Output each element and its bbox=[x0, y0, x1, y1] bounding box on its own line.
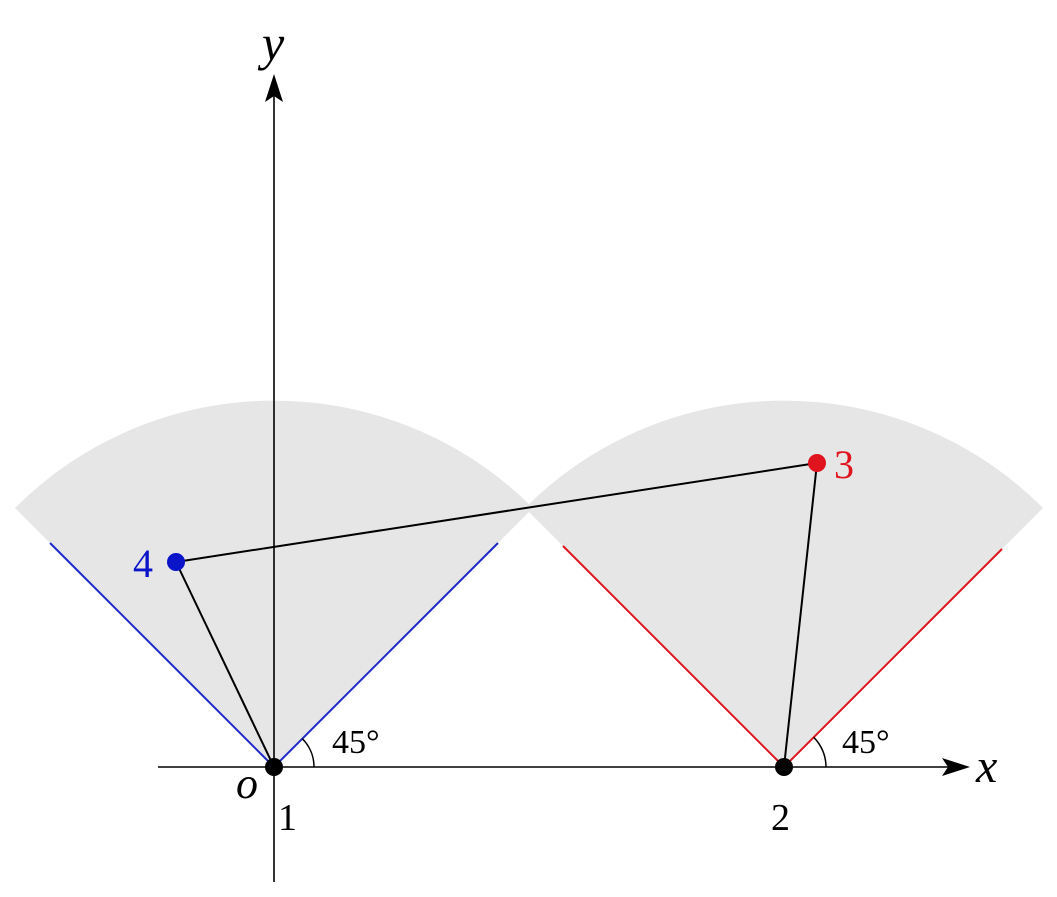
link-4-3 bbox=[175, 462, 818, 563]
right-boundary-ray-left bbox=[562, 545, 785, 768]
x-axis-arrowhead bbox=[942, 758, 970, 776]
point-3-dot bbox=[808, 454, 826, 472]
origin-label: o bbox=[236, 759, 258, 808]
point-2-label: 2 bbox=[771, 797, 790, 839]
point-1-label: 1 bbox=[278, 797, 297, 839]
link-3-2 bbox=[783, 462, 818, 768]
angle-arc-2 bbox=[813, 736, 827, 768]
y-axis-arrowhead bbox=[265, 74, 283, 102]
x-axis-label: x bbox=[975, 740, 997, 793]
point-3-label: 3 bbox=[834, 442, 854, 487]
point-4-dot bbox=[167, 553, 185, 571]
link-1-4 bbox=[175, 561, 275, 768]
workspace-sector-right bbox=[525, 400, 1043, 767]
angle-label-2: 45° bbox=[842, 724, 890, 761]
angle-label-1: 45° bbox=[332, 724, 380, 761]
y-axis-label: y bbox=[257, 15, 285, 71]
point-4-label: 4 bbox=[133, 541, 153, 586]
point-2-dot bbox=[775, 758, 793, 776]
left-boundary-ray-left bbox=[49, 542, 275, 768]
angle-arc-1 bbox=[301, 738, 315, 768]
right-boundary-ray-right bbox=[783, 548, 1003, 768]
point-1-dot bbox=[265, 758, 283, 776]
left-boundary-ray-right bbox=[273, 542, 499, 768]
